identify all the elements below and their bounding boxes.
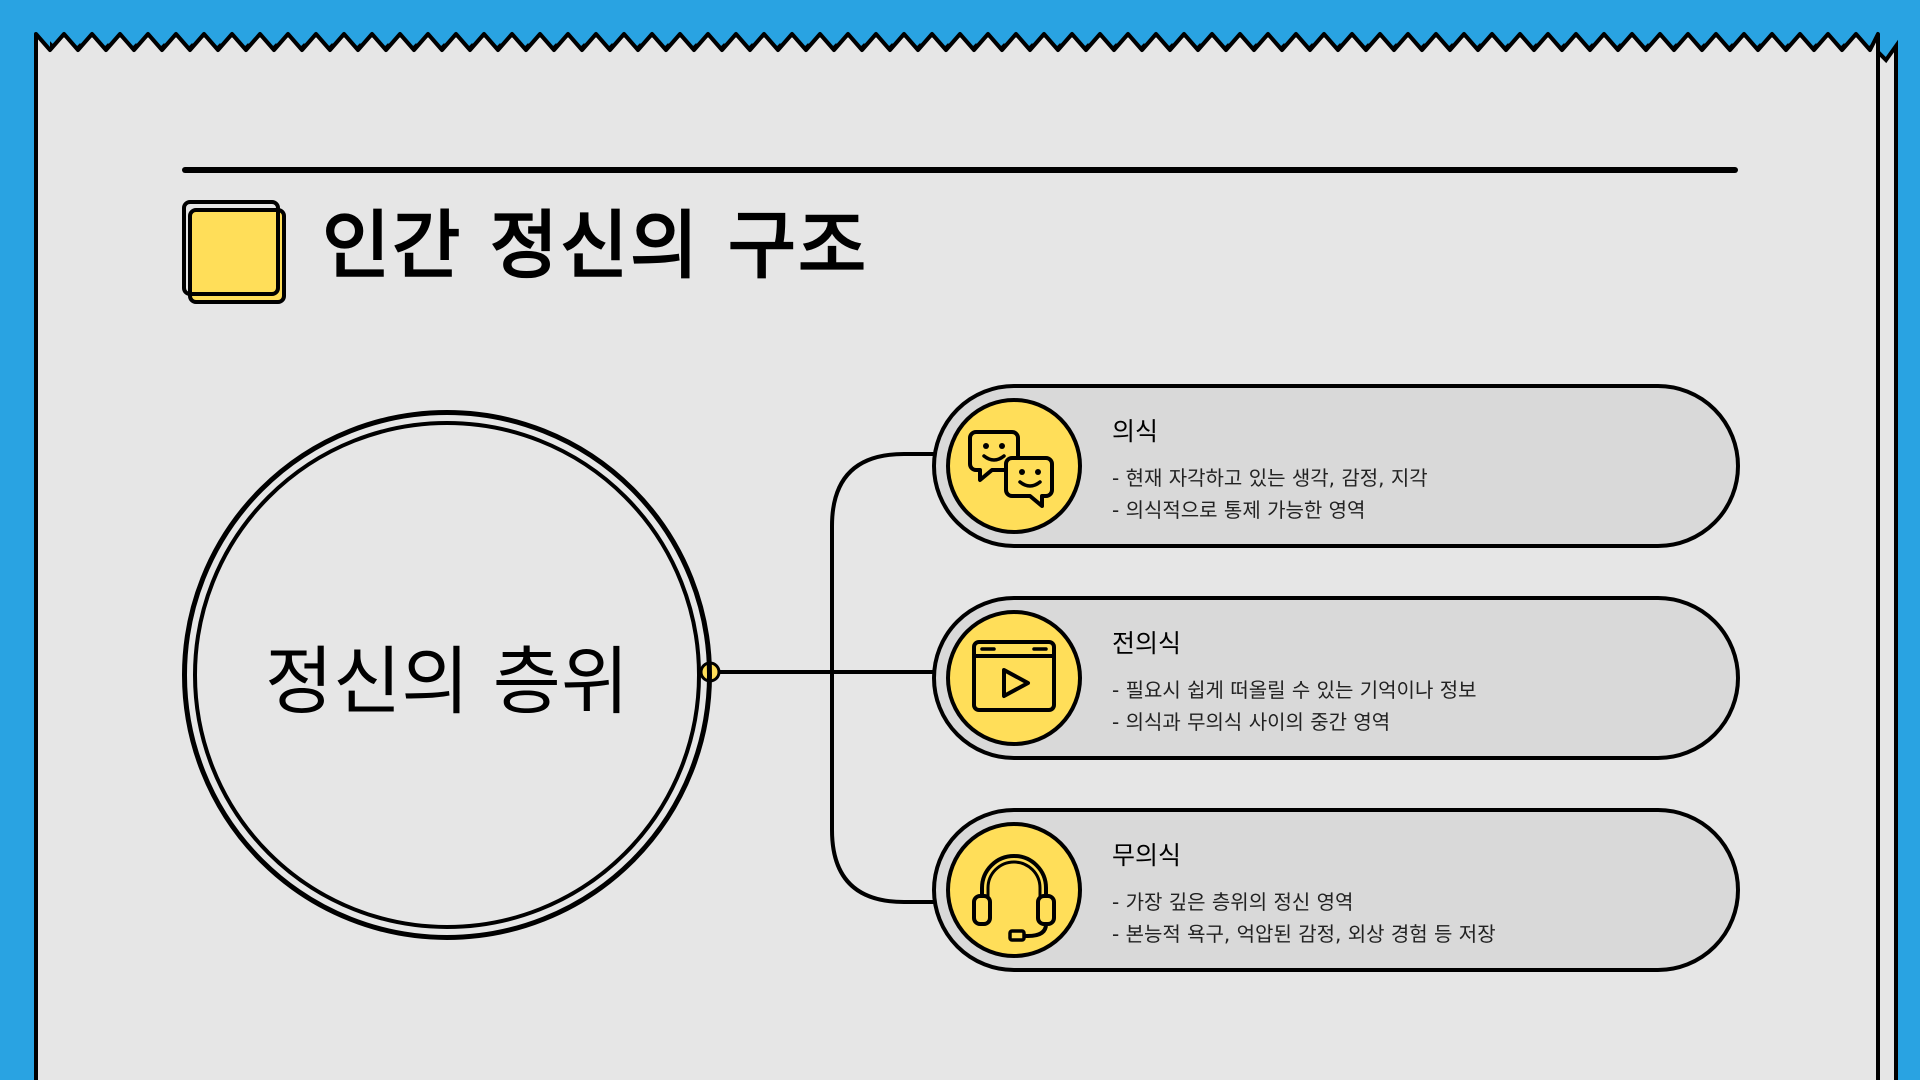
page-title: 인간 정신의 구조	[322, 203, 869, 289]
layer-desc-1: - 필요시 쉽게 떠올릴 수 있는 기억이나 정보	[1112, 678, 1477, 702]
layer-card-preconscious: 전의식 - 필요시 쉽게 떠올릴 수 있는 기억이나 정보 - 의식과 무의식 …	[932, 596, 1740, 760]
center-label: 정신의 층위	[265, 638, 629, 725]
layer-desc-1: - 현재 자각하고 있는 생각, 감정, 지각	[1112, 466, 1428, 490]
chat-faces-icon	[946, 398, 1082, 534]
video-player-icon	[946, 610, 1082, 746]
layer-title: 무의식	[1112, 841, 1182, 870]
layer-desc-2: - 의식과 무의식 사이의 중간 영역	[1112, 710, 1391, 734]
layer-desc-2: - 의식적으로 통제 가능한 영역	[1112, 498, 1366, 522]
title-square-icon	[182, 200, 290, 306]
layer-title: 전의식	[1112, 629, 1182, 658]
layer-desc-2: - 본능적 욕구, 억압된 감정, 외상 경험 등 저장	[1112, 922, 1496, 946]
layer-desc-1: - 가장 깊은 층위의 정신 영역	[1112, 890, 1354, 914]
layer-card-unconscious: 무의식 - 가장 깊은 층위의 정신 영역 - 본능적 욕구, 억압된 감정, …	[932, 808, 1740, 972]
title-divider	[182, 167, 1738, 173]
center-circle: 정신의 층위	[182, 410, 712, 940]
headset-icon	[946, 822, 1082, 958]
layer-card-conscious: 의식 - 현재 자각하고 있는 생각, 감정, 지각 - 의식적으로 통제 가능…	[932, 384, 1740, 548]
layer-title: 의식	[1112, 417, 1159, 446]
